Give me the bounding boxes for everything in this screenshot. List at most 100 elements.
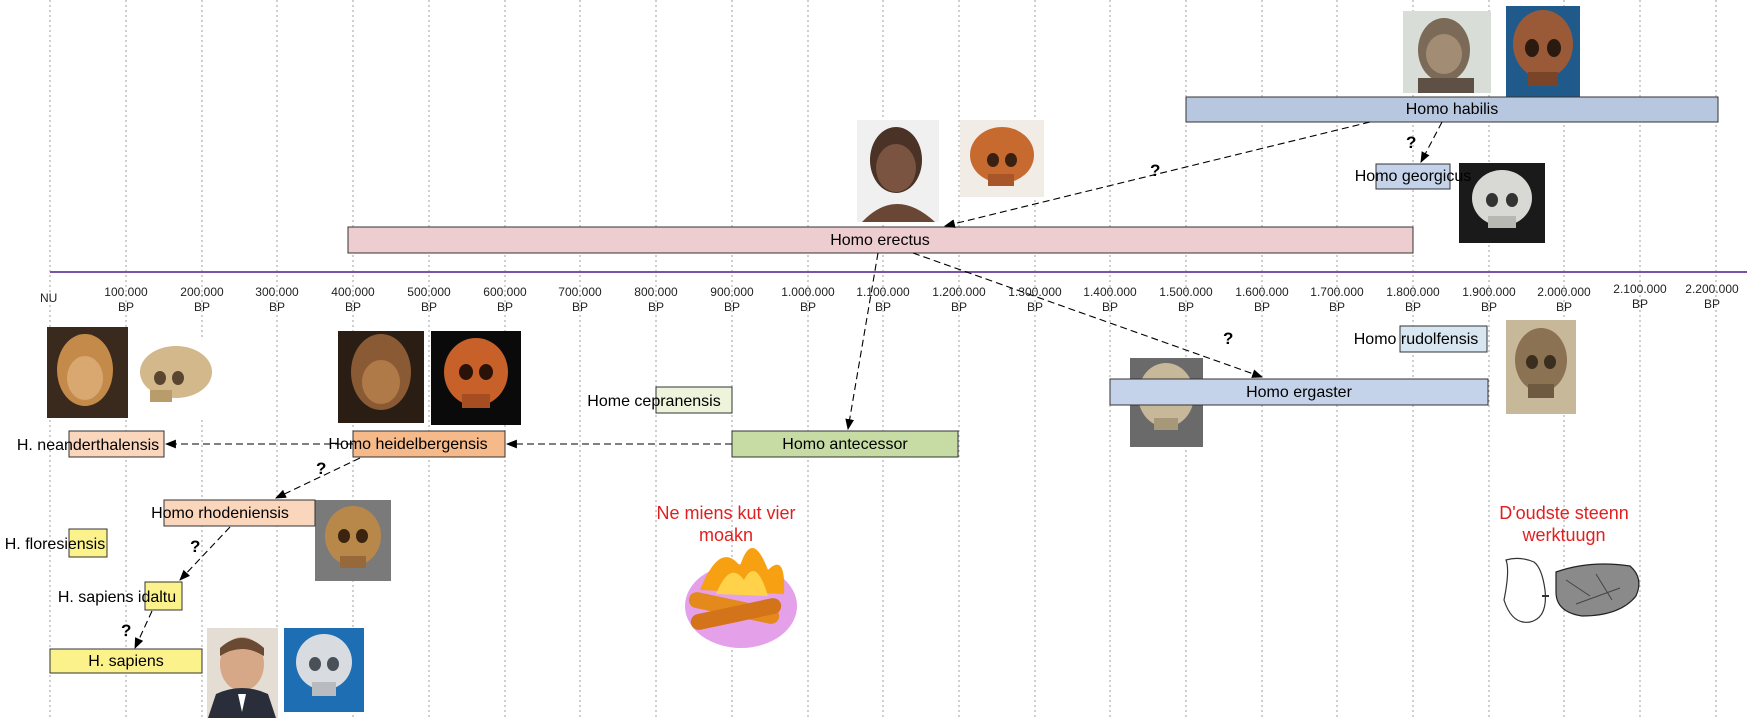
tick-bp: BP: [269, 300, 285, 314]
neanderthal-reconstruction-image: [47, 327, 128, 418]
tick-1600000: 1.600.000: [1235, 285, 1289, 299]
label-cepranensis: Home cepranensis: [587, 393, 720, 410]
arrow-erectus-ergaster: [912, 252, 1264, 378]
habilis-reconstruction-image: [1403, 11, 1491, 93]
qmark-rhodeniensis-idaltu: ?: [190, 537, 200, 556]
label-antecessor: Homo antecessor: [782, 436, 908, 453]
heidelbergensis-reconstruction-image: [338, 331, 424, 423]
bar-georgicus: Homo georgicus: [1355, 163, 1472, 190]
tick-800000: 800.000: [634, 285, 678, 299]
arrow-heidelbergensis-rhodeniensis: [275, 457, 361, 499]
tick-bp: BP: [572, 300, 588, 314]
arrow-erectus-antecessor: [845, 252, 879, 431]
tick-1800000: 1.800.000: [1386, 285, 1440, 299]
label-idaltu: H. sapiens idaltu: [58, 589, 176, 606]
tick-300000: 300.000: [255, 285, 299, 299]
tick-bp: BP: [1102, 300, 1118, 314]
bar-ergaster: Homo ergaster: [1109, 378, 1489, 406]
rudolfensis-skull-image: [1506, 320, 1576, 414]
question-marks: ? ? ? ? ? ?: [121, 133, 1416, 640]
qmark-habilis-georgicus: ?: [1406, 133, 1416, 152]
qmark-idaltu-sapiens: ?: [121, 621, 131, 640]
tick-now: NU: [40, 291, 57, 305]
tick-400000: 400.000: [331, 285, 375, 299]
tick-1100000: 1.100.000: [856, 285, 910, 299]
erectus-reconstruction-image: [857, 120, 939, 222]
label-rudolfensis: Homo rudolfensis: [1354, 331, 1479, 348]
bar-antecessor: Homo antecessor: [731, 430, 959, 458]
tick-bp: BP: [648, 300, 664, 314]
bar-erectus: Homo erectus: [347, 226, 1414, 254]
tick-bp: BP: [1178, 300, 1194, 314]
tick-bp: BP: [951, 300, 967, 314]
bar-rhodeniensis: Homo rhodeniensis: [151, 499, 316, 527]
label-georgicus: Homo georgicus: [1355, 168, 1472, 185]
arrow-habilis-erectus: [943, 121, 1371, 228]
tick-bp: BP: [1632, 297, 1648, 311]
stone-tools-drawing-image: [1503, 557, 1640, 623]
tick-900000: 900.000: [710, 285, 754, 299]
arrow-habilis-georgicus: [1420, 121, 1443, 163]
qmark-habilis-erectus: ?: [1150, 161, 1160, 180]
lineage-arrows: [134, 121, 1443, 649]
rhodeniensis-skull-image: [315, 500, 391, 581]
label-habilis: Homo habilis: [1406, 101, 1498, 118]
heidelbergensis-skull-image: [431, 331, 521, 425]
tick-700000: 700.000: [558, 285, 602, 299]
tick-1000000: 1.000.000: [781, 285, 835, 299]
tick-1200000: 1.200.000: [932, 285, 986, 299]
tick-bp: BP: [1254, 300, 1270, 314]
tick-2100000: 2.100.000: [1613, 282, 1667, 296]
tick-bp: BP: [875, 300, 891, 314]
tick-1400000: 1.400.000: [1083, 285, 1137, 299]
bar-habilis: Homo habilis: [1185, 96, 1719, 123]
label-neanderthalensis: H. neanderthalensis: [17, 437, 159, 454]
tick-bp: BP: [1027, 300, 1043, 314]
tick-1300000: 1.300.000: [1008, 285, 1062, 299]
label-sapiens: H. sapiens: [88, 653, 164, 670]
bar-floresiensis: H. floresiensis: [5, 528, 108, 558]
tick-bp: BP: [1556, 300, 1572, 314]
tick-1700000: 1.700.000: [1310, 285, 1364, 299]
bar-neanderthalensis: H. neanderthalensis: [17, 430, 165, 458]
tick-bp: BP: [1704, 297, 1720, 311]
tick-bp: BP: [1405, 300, 1421, 314]
tick-bp: BP: [800, 300, 816, 314]
label-erectus: Homo erectus: [830, 232, 930, 249]
qmark-erectus-ergaster: ?: [1223, 329, 1233, 348]
bar-idaltu: H. sapiens idaltu: [58, 581, 183, 611]
habilis-skull-image: [1506, 6, 1580, 103]
georgicus-skull-image: [1459, 163, 1545, 243]
tick-bp: BP: [724, 300, 740, 314]
tick-bp: BP: [118, 300, 134, 314]
tick-1500000: 1.500.000: [1159, 285, 1213, 299]
label-heidelbergensis: Homo heidelbergensis: [328, 436, 487, 453]
tick-bp: BP: [1481, 300, 1497, 314]
bar-rudolfensis: Homo rudolfensis: [1354, 325, 1488, 353]
tick-1900000: 1.900.000: [1462, 285, 1516, 299]
tick-2000000: 2.000.000: [1537, 285, 1591, 299]
arrow-idaltu-sapiens: [134, 610, 153, 649]
tick-labels: NU 100.000 BP 200.000 BP 300.000 BP 400.…: [40, 282, 1739, 314]
bar-sapiens: H. sapiens: [49, 648, 203, 674]
tick-100000: 100.000: [104, 285, 148, 299]
arrow-rhodeniensis-idaltu: [179, 526, 231, 581]
tick-bp: BP: [194, 300, 210, 314]
label-ergaster: Homo ergaster: [1246, 384, 1352, 401]
kennedy-portrait-image: [207, 628, 278, 718]
label-rhodeniensis: Homo rhodeniensis: [151, 505, 289, 522]
neanderthal-skull-image: [133, 337, 217, 417]
qmark-heidelbergensis-rhodeniensis: ?: [316, 459, 326, 478]
tick-bp: BP: [421, 300, 437, 314]
sapiens-skull-image: [284, 628, 364, 712]
tick-2200000: 2.200.000: [1685, 282, 1739, 296]
label-floresiensis: H. floresiensis: [5, 536, 105, 553]
tick-bp: BP: [1329, 300, 1345, 314]
tick-500000: 500.000: [407, 285, 451, 299]
tick-bp: BP: [497, 300, 513, 314]
bar-heidelbergensis: Homo heidelbergensis: [328, 430, 506, 458]
erectus-skull-image: [960, 120, 1044, 197]
bar-cepranensis: Home cepranensis: [587, 386, 733, 414]
